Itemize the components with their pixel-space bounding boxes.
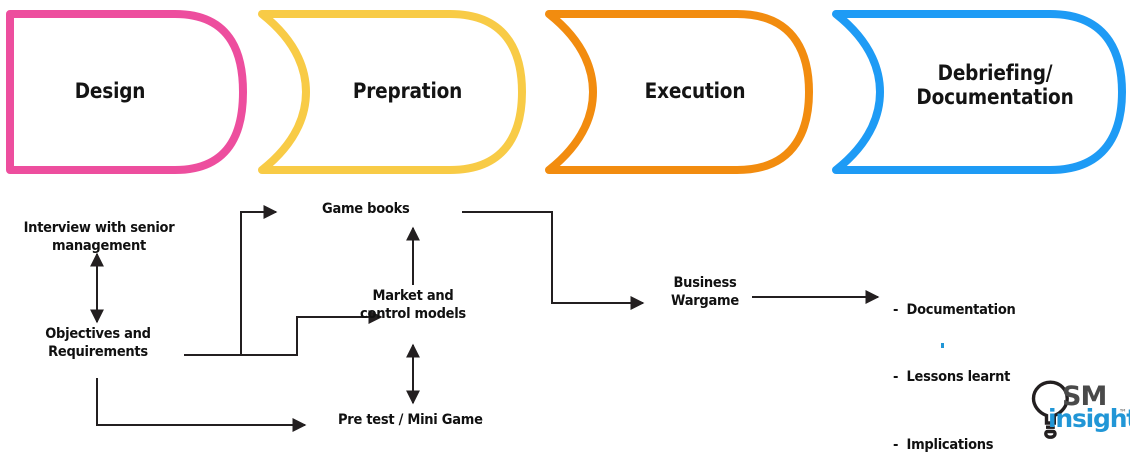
bullet-dash: - (893, 301, 899, 318)
outcome-item: -Implications (893, 434, 1016, 455)
logo-brand-bottom: insight (1048, 404, 1130, 433)
arrow-objectives-to-pre-test (96, 378, 307, 432)
phase-banner-row (6, 10, 1126, 174)
outcome-label: Documentation (906, 301, 1016, 318)
phase-shape-design[interactable] (6, 10, 247, 174)
lightbulb-icon (1031, 380, 1069, 439)
flow-connector-layer (90, 205, 880, 432)
bullet-dash: - (893, 369, 899, 386)
flow-node-pre-test: Pre test / Mini Game (338, 412, 483, 428)
outcome-list: -Documentation -Lessons learnt -Implicat… (893, 254, 1016, 455)
logo-trademark: ™ (1119, 408, 1127, 417)
arrow-objectives-to-market-models (184, 310, 383, 356)
flow-node-game-books: Game books (322, 201, 410, 217)
arrow-objectives-to-game-books (184, 205, 278, 356)
phase-shape-prepration[interactable] (258, 10, 526, 174)
logo-brand-top: SM (1062, 381, 1106, 412)
outcome-item: -Documentation (893, 299, 1016, 321)
phase-shape-debriefing-documentation[interactable] (832, 10, 1126, 174)
sm-insight-logo[interactable]: SM insight ™ (1022, 379, 1130, 443)
bullet-dash: - (893, 436, 899, 453)
outcome-label: Implications (906, 436, 994, 453)
outcome-item: -Lessons learnt (893, 366, 1016, 388)
arrow-game-books-to-business-wargame (462, 211, 645, 310)
phase-shape-execution[interactable] (545, 10, 813, 174)
outcome-label: Lessons learnt (906, 369, 1011, 386)
stray-mark (941, 343, 944, 348)
